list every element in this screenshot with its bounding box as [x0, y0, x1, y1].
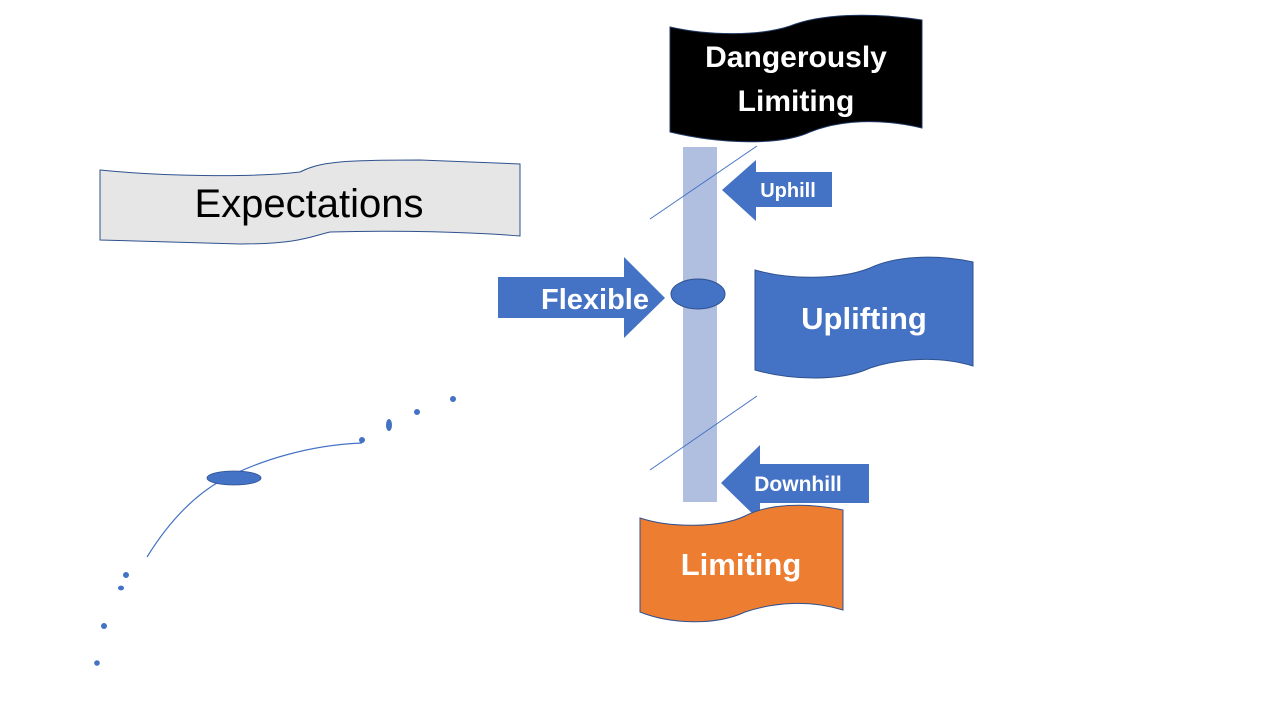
lower-diagonal-line — [649, 395, 758, 471]
expectations-banner-shape — [99, 159, 521, 245]
uphill-arrow[interactable]: Uphill — [722, 160, 832, 221]
downhill-arrow-shape — [721, 445, 869, 521]
dangerously-limiting-label-line1: Dangerously — [705, 41, 887, 74]
flexible-label: Flexible — [541, 284, 649, 316]
trajectory-dot — [450, 396, 456, 402]
trajectory-large-marker — [206, 470, 262, 486]
uplifting-banner-shape — [754, 256, 974, 379]
vertical-scale-bar — [683, 147, 717, 502]
downhill-label: Downhill — [754, 473, 842, 496]
expectations-label: Expectations — [194, 182, 423, 226]
trajectory-dot — [94, 660, 100, 666]
uphill-arrow-shape — [722, 160, 832, 221]
limiting-banner-shape — [639, 504, 844, 623]
uphill-label: Uphill — [760, 180, 816, 202]
limiting-banner[interactable]: Limiting — [639, 504, 844, 623]
flexible-arrow-shape — [498, 257, 665, 338]
expectations-banner[interactable]: Expectations — [99, 159, 521, 245]
trajectory-dot — [123, 572, 129, 578]
dangerously-limiting-banner[interactable]: Dangerously Limiting — [669, 14, 923, 143]
downhill-arrow[interactable]: Downhill — [721, 445, 869, 521]
trajectory-dot — [359, 437, 365, 443]
limiting-label: Limiting — [681, 547, 802, 582]
upper-diagonal-line — [649, 145, 758, 220]
dangerously-limiting-label-line2: Limiting — [738, 85, 855, 118]
position-marker[interactable] — [670, 278, 726, 310]
dangerously-limiting-banner-shape — [669, 14, 923, 143]
trajectory-dot — [386, 419, 392, 431]
flexible-arrow[interactable]: Flexible — [498, 257, 665, 338]
uplifting-banner[interactable]: Uplifting — [754, 256, 974, 379]
trajectory-dot — [414, 409, 420, 415]
uplifting-label: Uplifting — [801, 301, 927, 336]
trajectory-curve — [146, 442, 363, 558]
trajectory-dot — [101, 623, 107, 629]
trajectory-dot — [118, 585, 124, 591]
